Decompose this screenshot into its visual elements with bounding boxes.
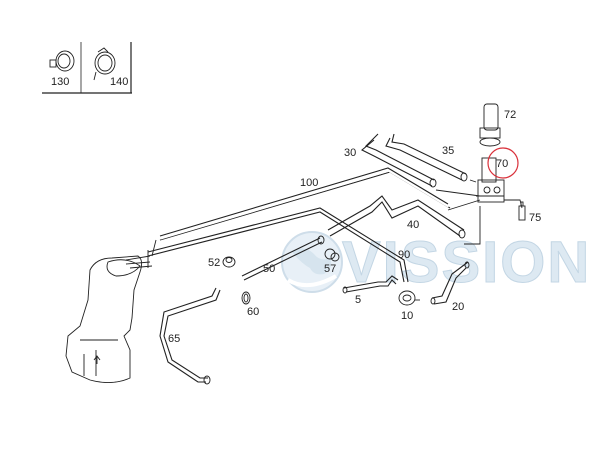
label-60: 60 [247,306,259,318]
label-72: 72 [504,109,516,121]
label-52: 52 [208,257,220,269]
nut-52 [222,256,236,268]
label-40: 40 [407,219,419,231]
label-75: 75 [529,212,541,224]
hose-65 [159,287,221,385]
hose-5 [342,275,399,294]
label-50: 50 [263,263,275,275]
label-90: 90 [398,249,410,261]
label-5: 5 [355,294,361,306]
label-70: 70 [496,158,508,170]
sensor-75 [518,201,526,221]
pump-72 [479,103,501,147]
label-100: 100 [300,177,318,189]
hose-30 [361,133,437,188]
legend-label-130: 130 [51,76,69,88]
label-65: 65 [168,333,180,345]
label-20: 20 [452,301,464,313]
hose-clamp-icon [49,50,75,72]
legend-label-140: 140 [110,76,128,88]
label-35: 35 [442,145,454,157]
label-57: 57 [324,263,336,275]
valve-10 [398,290,420,306]
spring-clamp-icon [93,47,116,81]
hose-90 [147,207,409,283]
label-30: 30 [344,147,356,159]
globe-icon [281,231,343,293]
clip-57 [324,248,340,262]
label-10: 10 [401,310,413,322]
hose-35 [385,133,468,182]
hose-20 [430,261,470,305]
hose-40 [327,195,466,239]
hose-100 [159,167,451,241]
highlight-circle [487,147,519,179]
grommet-60 [241,291,251,305]
reservoir-tank [65,239,157,383]
hose-50 [241,235,325,281]
legend-box: 130 140 [42,42,132,94]
